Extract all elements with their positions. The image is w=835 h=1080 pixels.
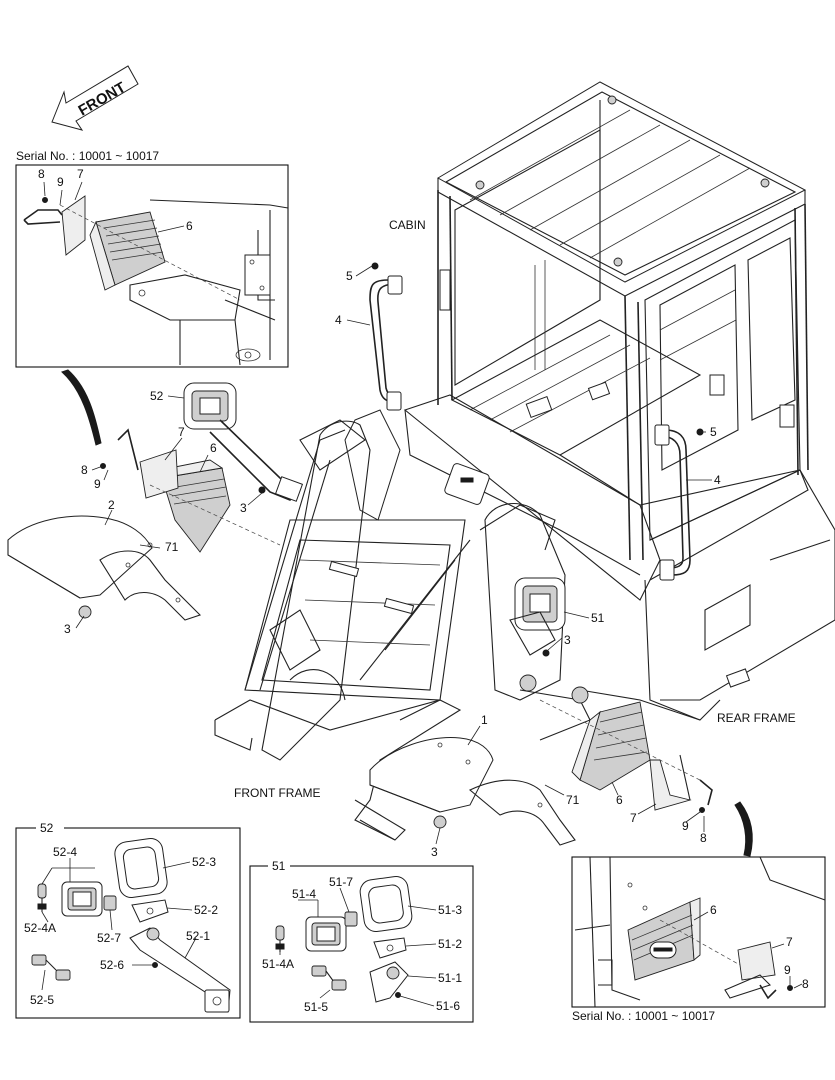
main-callouts: 5 4 52 7 6 8 9 2 71 3 3 5 4 51 3 1 71 6 … (64, 269, 721, 859)
callout-3-rightfender: 3 (431, 845, 438, 859)
group51-callout-51-3: 51-3 (438, 903, 462, 917)
inset-bottom-right: 6 7 9 8 Serial No. : 10001 ~ 10017 (571, 856, 826, 1023)
callout-3-lamp: 3 (240, 501, 247, 515)
group52-callout-52-2: 52-2 (194, 903, 218, 917)
handrail-right (654, 424, 704, 581)
inset-br-callout-6: 6 (710, 903, 717, 917)
rear-frame-label: REAR FRAME (717, 711, 796, 725)
group-51-title: 51 (272, 859, 286, 873)
callout-1: 1 (481, 713, 488, 727)
callout-5-top: 5 (346, 269, 353, 283)
curved-arrow-icon-right (734, 801, 753, 857)
inset-br-callout-7: 7 (786, 935, 793, 949)
group51-callout-51-4: 51-4 (292, 887, 316, 901)
inset-top-left: Serial No. : 10001 ~ 10017 8 9 7 (15, 149, 289, 368)
inset-br-callout-8: 8 (802, 977, 809, 991)
cabin-drawing: CABIN (389, 81, 835, 721)
group51-callout-51-2: 51-2 (438, 937, 462, 951)
callout-5-right: 5 (710, 425, 717, 439)
callout-2: 2 (108, 498, 115, 512)
bulb-icon (37, 883, 47, 912)
work-lamp-icon (183, 382, 304, 502)
inset-tl-callout-7: 7 (77, 167, 84, 181)
inset-bottom-right-serial: Serial No. : 10001 ~ 10017 (572, 1009, 715, 1023)
callout-52: 52 (150, 389, 164, 403)
group51-callout-51-1: 51-1 (438, 971, 462, 985)
callout-4-right: 4 (714, 473, 721, 487)
group52-callout-52-6: 52-6 (100, 958, 124, 972)
wheel-chock-right (539, 699, 713, 813)
callout-9-right: 9 (682, 819, 689, 833)
callout-7-left: 7 (178, 425, 185, 439)
callout-51: 51 (591, 611, 605, 625)
callout-3-rightlamp: 3 (564, 633, 571, 647)
callout-71-right: 71 (566, 793, 580, 807)
group52-callout-52-5: 52-5 (30, 993, 54, 1007)
fender-right-part-1 (369, 737, 576, 846)
group51-callout-51-5: 51-5 (304, 1000, 328, 1014)
callout-71-left: 71 (165, 540, 179, 554)
callout-8-right: 8 (700, 831, 707, 845)
group52-callout-52-1: 52-1 (186, 929, 210, 943)
callout-3-leftfender: 3 (64, 622, 71, 636)
front-frame-drawing: FRONT FRAME (214, 409, 591, 841)
cabin-label: CABIN (389, 218, 426, 232)
callout-8-left: 8 (81, 463, 88, 477)
fender-left-part-2 (7, 515, 202, 621)
front-arrow-icon: FRONT (51, 65, 139, 131)
connector-icon (103, 895, 117, 911)
handrail-left (369, 262, 403, 411)
group51-callout-51-7: 51-7 (329, 875, 353, 889)
group52-callout-52-4A: 52-4A (24, 921, 56, 935)
wheel-chock-left (100, 428, 281, 553)
group52-callout-52-4: 52-4 (53, 845, 77, 859)
inset-tl-callout-8: 8 (38, 167, 45, 181)
work-lamp-right (509, 577, 566, 657)
group52-callout-52-3: 52-3 (192, 855, 216, 869)
inset-tl-callout-6: 6 (186, 219, 193, 233)
group-52-box: 52 (15, 820, 241, 1019)
callout-9-left: 9 (94, 477, 101, 491)
callout-4-left: 4 (335, 313, 342, 327)
front-frame-label: FRONT FRAME (234, 786, 320, 800)
group-51-box: 51 (249, 858, 474, 1023)
curved-arrow-icon (61, 369, 102, 446)
group-52-title: 52 (40, 821, 54, 835)
group52-callout-52-7: 52-7 (97, 931, 121, 945)
inset-tl-callout-9: 9 (57, 175, 64, 189)
group51-callout-51-6: 51-6 (436, 999, 460, 1013)
inset-top-left-serial: Serial No. : 10001 ~ 10017 (16, 149, 159, 163)
inset-br-callout-9: 9 (784, 963, 791, 977)
callout-7-right: 7 (630, 811, 637, 825)
group51-callout-51-4A: 51-4A (262, 957, 294, 971)
callout-6-right: 6 (616, 793, 623, 807)
callout-6-left: 6 (210, 441, 217, 455)
